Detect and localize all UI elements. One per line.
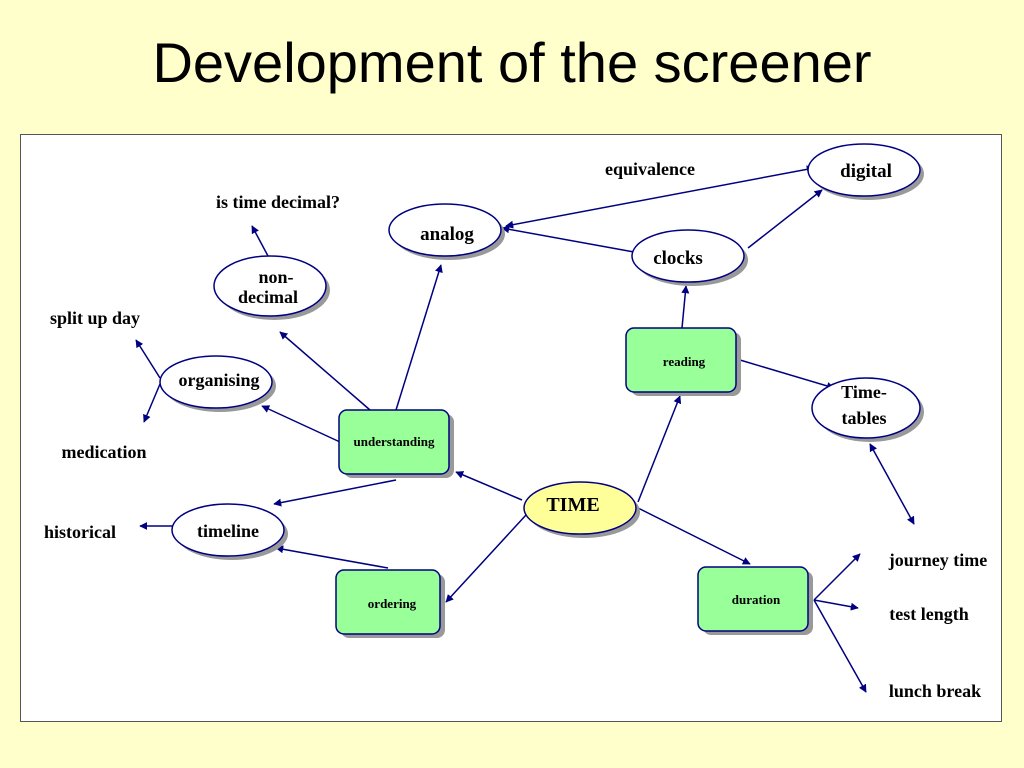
edge-duration-journey [813,553,861,601]
edge-clocks-analog [501,225,635,253]
node-analog-label: analog [420,224,474,245]
node-clocks-label: clocks [653,248,703,269]
node-organising: organising [159,355,276,412]
edge-time-duration [637,507,751,565]
node-organising-label: organising [178,370,259,390]
node-non-decimal-label-2: decimal [238,287,298,307]
edge-reading-timetables [739,359,835,390]
edge-organising-medication [143,383,161,423]
edge-time-understanding [455,471,523,501]
label-equivalence: equivalence [605,159,695,179]
box-understanding-label: understanding [354,434,435,449]
label-is-time-decimal: is time decimal? [216,192,340,212]
label-journey-time: journey time [888,550,987,570]
edge-understanding-nondecimal [279,331,371,411]
label-medication: medication [62,442,147,462]
node-timeline-label: timeline [197,521,259,541]
node-timetables-label-2: tables [842,408,887,428]
node-digital-label: digital [840,161,892,182]
edge-time-reading [637,395,682,503]
node-timeline: timeline [171,503,288,560]
connectors [135,165,915,693]
edge-time-ordering [445,514,527,603]
node-time-label: TIME [546,494,599,516]
box-duration-label: duration [732,592,781,607]
edge-timetables-journey [869,443,915,525]
box-ordering: ordering [335,569,445,638]
label-split-up-day: split up day [50,308,140,328]
node-digital: digital [807,143,924,200]
edge-organising-splitupday [135,339,161,379]
box-duration: duration [697,566,813,635]
edge-understanding-organising [261,405,341,443]
box-understanding: understanding [338,409,454,478]
node-clocks: clocks [631,229,748,286]
edge-reading-clocks [681,285,690,329]
slide-title: Development of the screener [152,31,872,94]
box-ordering-label: ordering [368,596,417,611]
box-reading-label: reading [663,354,706,369]
node-non-decimal: non- decimal [213,255,330,320]
label-test-length: test length [889,604,969,624]
label-historical: historical [44,522,116,542]
label-lunch-break: lunch break [889,681,981,701]
box-reading: reading [625,327,741,396]
edge-duration-lunchbreak [813,599,867,693]
edge-duration-testlength [813,599,859,611]
node-time: TIME [523,481,640,538]
node-analog: analog [388,203,505,260]
node-timetables: Time- tables [811,377,924,442]
edge-understanding-analog [395,264,443,411]
edge-analog-digital-equivalence [505,165,815,229]
edge-nondecimal-istimedecimal [251,225,269,257]
edge-ordering-timeline [275,545,389,569]
edge-clocks-digital [747,189,823,249]
edge-understanding-timeline [273,479,397,507]
node-non-decimal-label-1: non- [258,267,293,287]
node-timetables-label-1: Time- [841,382,887,402]
